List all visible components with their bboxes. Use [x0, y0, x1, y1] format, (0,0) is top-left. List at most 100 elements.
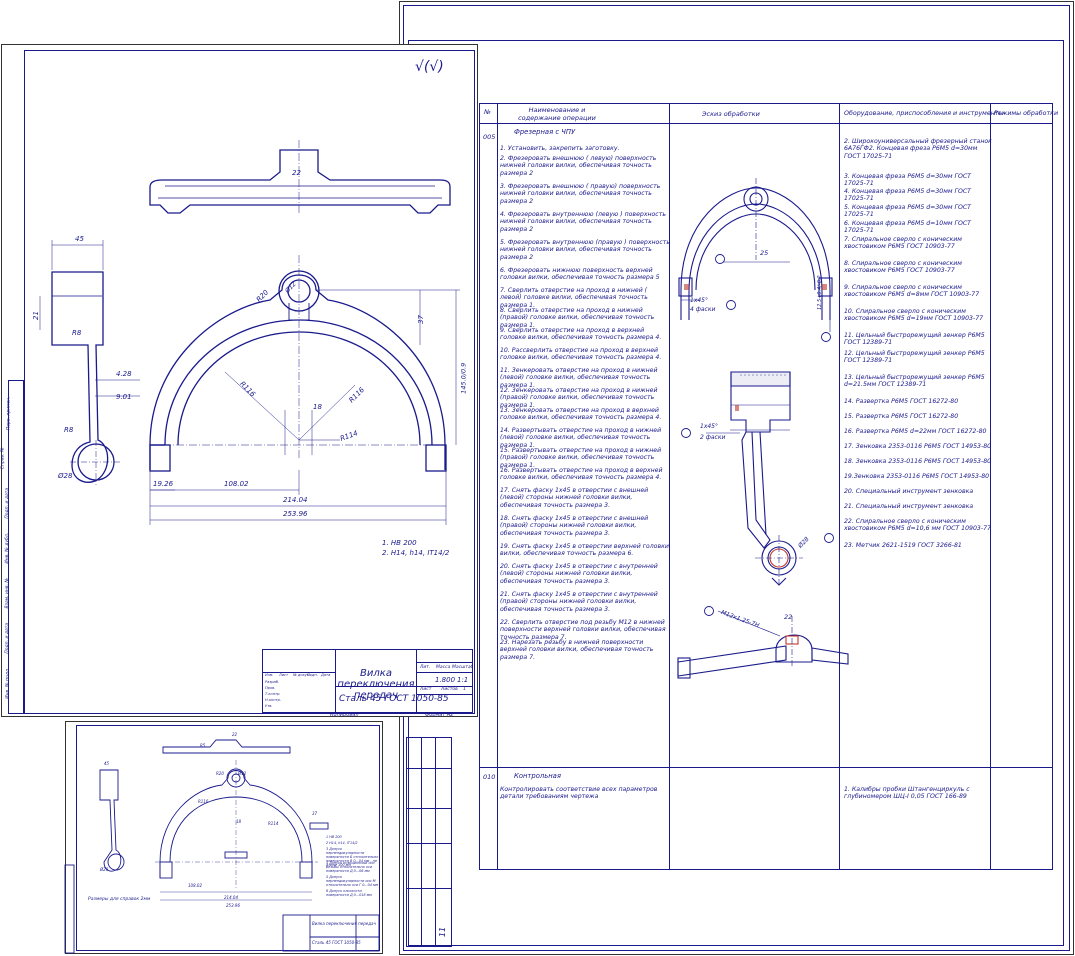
small-note: 2 Н14, h14, IT14/2 [326, 841, 358, 845]
header-num: № [484, 108, 491, 116]
op005-step: 9. Сверлить отверстие на проход в верхне… [500, 327, 662, 342]
op-divider [480, 767, 1052, 768]
stamp-header: Подп. [307, 673, 318, 677]
op010-number: 010 [483, 773, 496, 781]
small-dim: R116 [198, 799, 209, 804]
op005-step: 10. Рассверлить отверстие на проход в ве… [500, 347, 662, 362]
col-divider [497, 104, 498, 869]
op005-equipment-item: 15. Развертка Р6М5 ГОСТ 16272-80 [844, 413, 959, 420]
dim-901: 9.01 [116, 393, 132, 401]
stamp-role: Н.контр. [265, 698, 282, 702]
note-2: 2. Н14, h14, IT14/2 [382, 549, 450, 557]
op005-step: 21. Снять фаску 1х45 в отверстии с внутр… [500, 591, 658, 613]
small-dim: 214.04 [224, 895, 238, 900]
op005-step: 13. Зенкеровать отверстие на проход в ве… [500, 407, 662, 422]
op005-equipment-item: 5. Концевая фреза Р6М5 d=30мм ГОСТ 17025… [844, 204, 971, 219]
small-dim: 22 [232, 732, 238, 737]
header-name: Наименование и содержание операции [518, 106, 596, 122]
op005-number: 005 [483, 133, 496, 141]
op005-step: 18. Снять фаску 1х45 в отверстии с внешн… [500, 515, 649, 537]
op005-equipment-item: 13. Цельный быстрорежущий зенкер Р6М5 d=… [844, 374, 985, 389]
col-divider [669, 104, 670, 869]
small-dim: 18 [236, 819, 242, 824]
part-drawing-frame [24, 50, 475, 714]
route-card-table: № Наименование и содержание операции Эск… [479, 103, 1058, 870]
route-card-sheet [399, 1, 1074, 955]
op005-equipment-item: 11. Цельный быстрорежущий зенкер Р6М5 ГО… [844, 332, 985, 347]
copied-label: Копировал [330, 712, 359, 718]
sketch1-arch-outer [680, 187, 831, 320]
small-material: Сталь 45 ГОСТ 1050-85 [312, 940, 361, 945]
op005-equipment-item: 4. Концевая фреза Р6М5 d=30мм ГОСТ 17025… [844, 188, 971, 203]
route-card-side-stamp: 11 [406, 737, 452, 947]
small-note: 5 Допуск перпендикулярности оси М относи… [326, 875, 379, 887]
op005-step: 16. Развертывать отверстие на проход в в… [500, 467, 663, 482]
tb-line [263, 672, 335, 673]
dim-10802: 108.02 [224, 480, 249, 488]
dim-428: 4.28 [116, 370, 132, 378]
op005-step: 22. Сверлить отверстие под резьбу М12 в … [500, 619, 666, 641]
small-dim: 108.02 [188, 883, 202, 888]
op005-equipment-item: 21. Специальный инструмент зенковка [844, 503, 974, 510]
small-dim: 45 [104, 761, 110, 766]
scale-value: 1:1 [457, 676, 469, 684]
fork-inner-arc2 [177, 331, 421, 446]
sketch1-left-head [678, 277, 693, 297]
sketch2-chamfer: 1х45° [700, 423, 719, 430]
tb-line [416, 662, 472, 663]
op005-title: Фрезерная с ЧПУ [514, 128, 576, 136]
sheet-label: Лист [420, 687, 432, 692]
small-dim: 37 [312, 811, 318, 816]
stamp-role: Утв. [265, 704, 273, 708]
op005-equipment-item: 18. Зенковка 2353-0116 Р6М5 ГОСТ 14953-8… [844, 458, 992, 465]
op005-step: 5. Фрезеровать внутреннюю (правую ) пове… [500, 239, 670, 261]
op005-step: 23. Нарезать резьбу в нижней поверхности… [500, 639, 654, 661]
sketch2-2-chamfers: 2 фаски [700, 434, 726, 441]
format-label: Формат А2 [425, 712, 454, 718]
note-1: 1. НВ 200 [382, 539, 417, 547]
dim-25396: 253.96 [283, 510, 308, 518]
op005-step: 15. Развертывать отверстие на проход в н… [500, 447, 662, 469]
small-drawing-frame [76, 725, 380, 951]
stamp-line [407, 768, 451, 769]
op005-step: 6. Фрезеровать нижнюю поверхность верхне… [500, 267, 660, 282]
dim-21404: 214.04 [283, 496, 308, 504]
stamp-line [421, 738, 422, 946]
op005-step: 14. Развертывать отверстие на проход в н… [500, 427, 662, 449]
op005-equipment-item: 10. Спиральное сверло с коническим хвост… [844, 308, 984, 323]
mass-value: 1.800 [435, 676, 456, 684]
tb-line [416, 694, 472, 695]
stamp-header: Дата [321, 673, 331, 677]
small-title: Вилка переключения передач [312, 921, 376, 926]
small-dim: Ø28 [100, 867, 109, 872]
sketch1-4-chamfers: 4 фаски [690, 306, 716, 313]
sketch1-dim-25: 25 [760, 249, 769, 257]
small-note: 4 Допуск позиционный оси резьбы относите… [326, 861, 375, 873]
sheets-count: 1 [463, 687, 466, 692]
stamp-line [407, 888, 451, 889]
small-note: 6 Допуск плоскости поверхности Д 0...018… [326, 889, 372, 897]
sketch1-right-head [818, 277, 833, 297]
small-dim: R5 [200, 743, 206, 748]
tb-line [335, 650, 336, 712]
header-sketch: Эскиз обработки [702, 110, 760, 118]
stamp-role: Т.контр. [265, 692, 281, 696]
small-dim: R114 [268, 821, 279, 826]
sketch1-chamfer: 1х45° [690, 297, 709, 304]
op005-step: 17. Снять фаску 1х45 в отверстии с внешн… [500, 487, 649, 509]
sketch2-arm [741, 431, 771, 549]
header-modes: Режимы обработки [994, 110, 1059, 117]
op005-step: 12. Зенкеровать отверстие на проход в ни… [500, 387, 658, 409]
title-text: Вилка переключения передач [337, 668, 415, 701]
op005-equipment-item: 7. Спиральное сверло с коническим хвосто… [844, 236, 962, 251]
dim-18: 18 [313, 403, 322, 411]
lit-label: Лит. [420, 665, 431, 670]
small-dim: 253.96 [226, 903, 240, 908]
sketch2-lever [752, 431, 767, 536]
tb-line [335, 686, 472, 687]
dim-r8b: R8 [64, 426, 74, 434]
